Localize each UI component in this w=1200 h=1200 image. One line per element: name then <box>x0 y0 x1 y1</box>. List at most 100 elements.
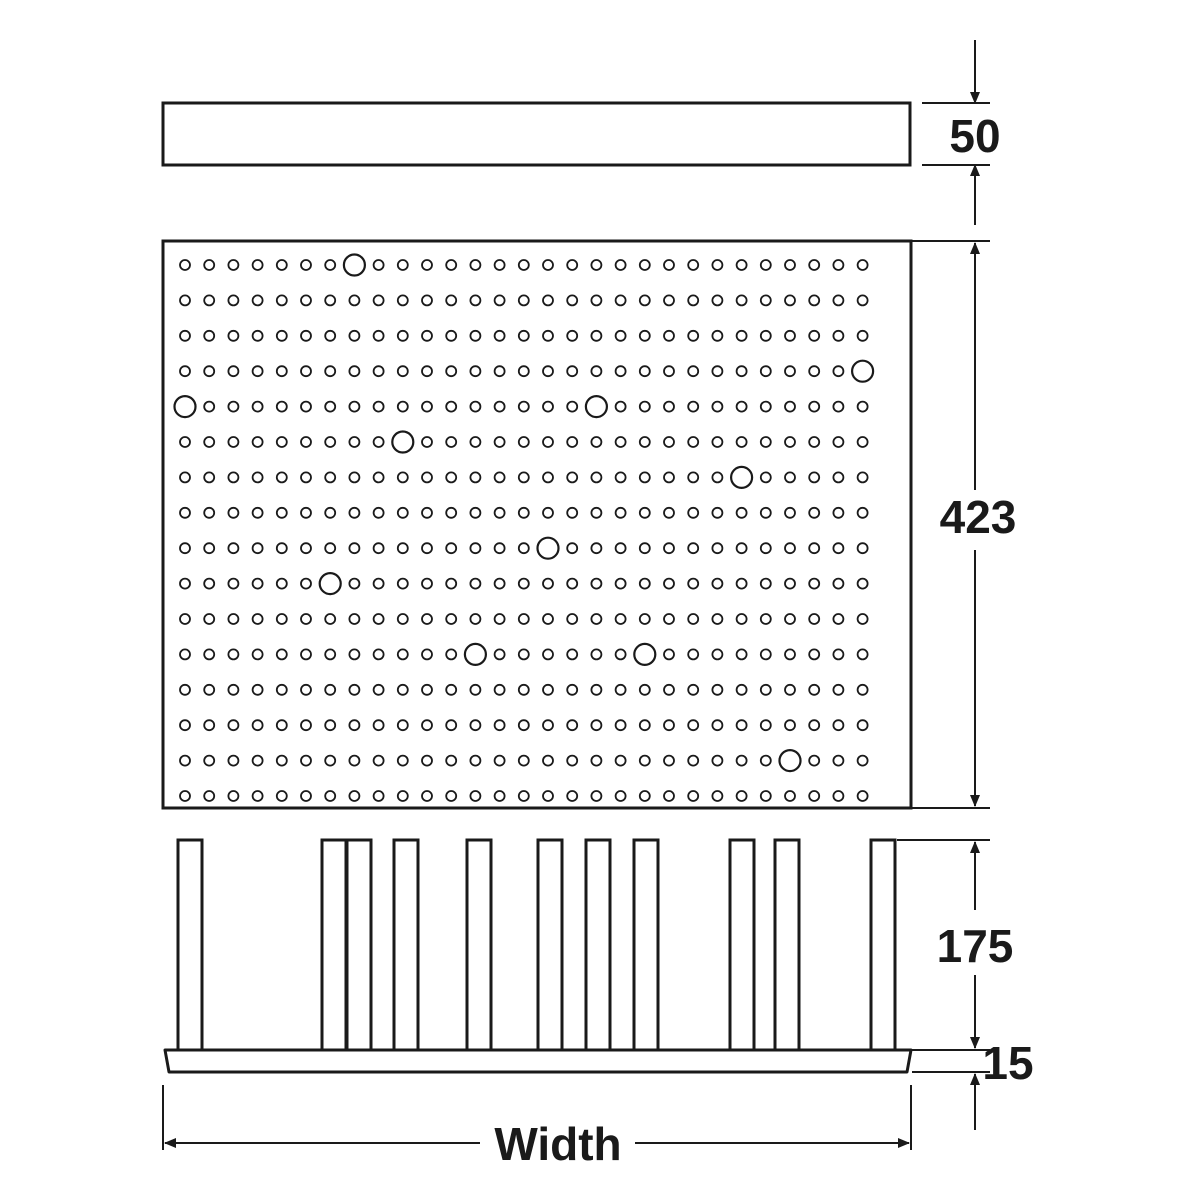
peg-hole <box>517 506 530 519</box>
peg-hole <box>179 683 191 696</box>
peg-hole <box>251 648 264 661</box>
peg-hole <box>832 648 845 661</box>
peg-hole <box>275 471 288 484</box>
peg-hole <box>542 648 554 661</box>
peg-hole <box>808 329 821 342</box>
peg-hole <box>638 719 651 732</box>
peg-hole <box>227 577 240 590</box>
peg-hole <box>324 719 337 732</box>
peg-hole <box>590 719 603 732</box>
peg-hole <box>227 648 240 661</box>
peg-hole <box>759 294 772 307</box>
peg-hole <box>445 506 458 519</box>
peg-hole <box>566 329 579 342</box>
peg-hole <box>275 400 288 413</box>
peg <box>345 838 373 1052</box>
peg-hole <box>324 259 337 271</box>
peg-hole <box>614 400 627 413</box>
peg-hole <box>735 542 748 555</box>
peg-hole <box>517 577 530 590</box>
large-peg-hole <box>729 465 754 489</box>
peg-hole <box>203 683 216 696</box>
peg-hole <box>396 506 409 519</box>
peg-hole <box>203 471 216 484</box>
peg-hole <box>300 259 312 271</box>
large-peg-hole <box>463 642 487 667</box>
peg-holes <box>173 253 875 802</box>
peg-hole <box>856 329 869 342</box>
peg-hole <box>227 542 240 555</box>
peg-hole <box>590 365 603 378</box>
peg-hole <box>711 577 724 590</box>
peg-hole <box>324 790 337 802</box>
peg-hole <box>300 577 312 590</box>
peg-hole <box>542 506 554 519</box>
peg-hole <box>421 294 433 307</box>
dimension-label-peg-height: 175 <box>937 920 1014 972</box>
peg-hole <box>711 329 724 342</box>
peg-hole <box>300 790 312 802</box>
peg-hole <box>445 577 458 590</box>
peg-hole <box>832 471 845 484</box>
peg-hole <box>638 471 651 484</box>
peg-hole <box>421 648 433 661</box>
peg-hole <box>808 400 821 413</box>
peg-hole <box>275 259 288 271</box>
peg-hole <box>784 294 796 307</box>
peg-hole <box>832 506 845 519</box>
peg-hole <box>251 683 264 696</box>
peg-hole <box>808 719 821 732</box>
peg-hole <box>469 259 482 271</box>
peg-hole <box>300 400 312 413</box>
peg-hole <box>856 754 869 767</box>
peg-hole <box>275 648 288 661</box>
peg-hole <box>493 436 506 448</box>
peg-hole <box>348 294 361 307</box>
peg-hole <box>421 436 433 448</box>
peg-hole <box>808 365 821 378</box>
peg-hole <box>663 754 675 767</box>
peg-hole <box>396 577 409 590</box>
peg-hole <box>590 754 603 767</box>
peg-hole <box>493 719 506 732</box>
peg-hole <box>759 754 772 767</box>
peg-hole <box>856 259 869 271</box>
peg-hole <box>590 471 603 484</box>
peg-hole <box>663 400 675 413</box>
peg-hole <box>590 294 603 307</box>
peg-hole <box>493 400 506 413</box>
peg-hole <box>832 400 845 413</box>
peg-hole <box>251 436 264 448</box>
peg-hole <box>566 436 579 448</box>
peg-hole <box>517 790 530 802</box>
peg-hole <box>832 613 845 625</box>
peg-hole <box>179 648 191 661</box>
peg-hole <box>396 329 409 342</box>
peg-hole <box>300 719 312 732</box>
peg-hole <box>372 683 385 696</box>
peg-hole <box>735 648 748 661</box>
peg-hole <box>517 719 530 732</box>
peg-hole <box>638 542 651 555</box>
peg-hole <box>663 542 675 555</box>
peg-hole <box>566 613 579 625</box>
peg-hole <box>348 719 361 732</box>
large-peg-hole <box>584 395 609 419</box>
peg-hole <box>808 471 821 484</box>
peg-hole <box>614 542 627 555</box>
peg-hole <box>517 648 530 661</box>
peg-hole <box>542 719 554 732</box>
peg-hole <box>542 471 554 484</box>
peg <box>465 838 493 1052</box>
peg-hole <box>638 329 651 342</box>
peg-hole <box>517 542 530 555</box>
peg-hole <box>808 613 821 625</box>
peg-hole <box>856 294 869 307</box>
peg-hole <box>735 259 748 271</box>
peg-hole <box>663 365 675 378</box>
peg-hole <box>372 506 385 519</box>
peg-hole <box>566 719 579 732</box>
peg-hole <box>372 613 385 625</box>
peg-hole <box>251 719 264 732</box>
